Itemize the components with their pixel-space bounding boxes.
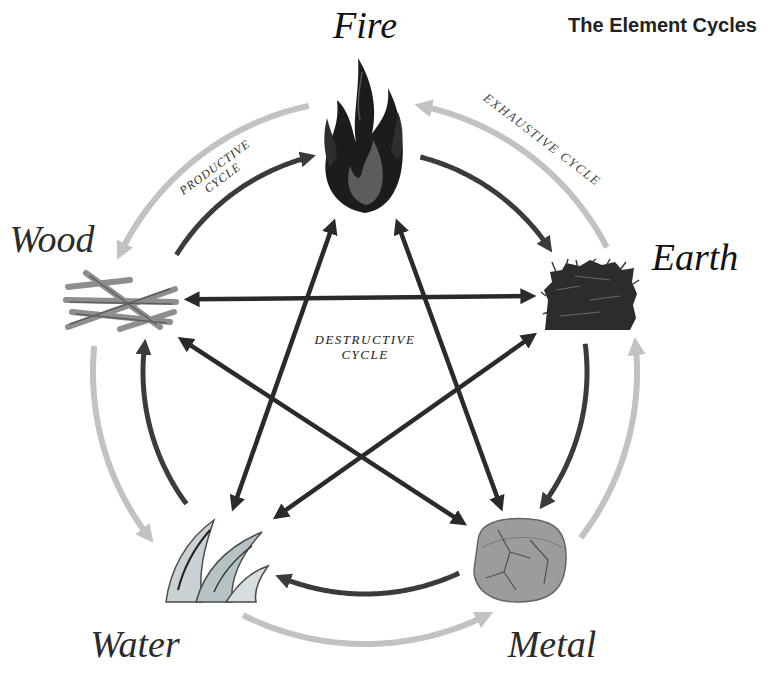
water-wave xyxy=(226,566,268,602)
cycle-label: PRODUCTIVE CYCLE xyxy=(166,129,272,217)
destructive-arrow xyxy=(183,340,462,521)
element-node: Fire xyxy=(320,52,410,215)
flame-highlight xyxy=(348,140,383,205)
wood-illustration xyxy=(66,273,176,329)
earth-fibres xyxy=(541,259,639,314)
productive-arrow xyxy=(281,573,459,594)
exhaustive-arrow xyxy=(120,106,308,253)
element-node: Wood xyxy=(62,265,180,335)
water-line xyxy=(214,546,252,592)
flame-illustration xyxy=(324,58,403,213)
destructive-arrow xyxy=(278,337,532,516)
productive-arrow xyxy=(143,345,186,504)
exhaustive-arrow xyxy=(93,346,149,537)
flame-tongue xyxy=(391,112,403,160)
earth-texture xyxy=(556,276,620,316)
destructive-arrow xyxy=(190,296,530,299)
cycle-label: DESTRUCTIVE CYCLE xyxy=(300,333,430,363)
productive-arrow xyxy=(420,157,548,247)
element-node: Metal xyxy=(470,515,570,605)
metal-cracks xyxy=(486,530,548,590)
water-illustration xyxy=(166,520,268,602)
flame-tongue xyxy=(324,118,337,168)
wood-grain xyxy=(70,289,170,324)
element-name: Water xyxy=(90,623,179,667)
exhaustive-arrow xyxy=(581,344,637,537)
metal-illustration xyxy=(474,519,566,602)
destructive-arrow xyxy=(234,224,333,505)
wood-stick xyxy=(68,280,130,287)
flame-shape xyxy=(325,58,403,213)
water-line xyxy=(178,530,210,590)
element-name: Earth xyxy=(652,236,739,280)
flame-highlight xyxy=(358,72,362,120)
exhaustive-arrow xyxy=(243,615,487,644)
element-name: Wood xyxy=(9,218,94,262)
wood-stick xyxy=(68,289,175,327)
destructive-arrow xyxy=(398,224,500,505)
productive-arrow xyxy=(543,344,587,504)
earth-clod xyxy=(544,260,637,330)
metal-edge xyxy=(482,537,562,548)
wood-grain xyxy=(76,314,166,323)
cycle-label: EXHAUSTIVE CYCLE xyxy=(481,91,604,189)
element-name: Metal xyxy=(508,623,597,667)
element-node: Water xyxy=(160,515,270,605)
earth-illustration xyxy=(541,259,639,330)
diagram-title: The Element Cycles xyxy=(568,14,757,37)
element-name: Fire xyxy=(333,4,397,48)
metal-rock xyxy=(474,519,566,602)
element-node: Earth xyxy=(540,258,640,333)
wood-grain xyxy=(70,302,172,304)
